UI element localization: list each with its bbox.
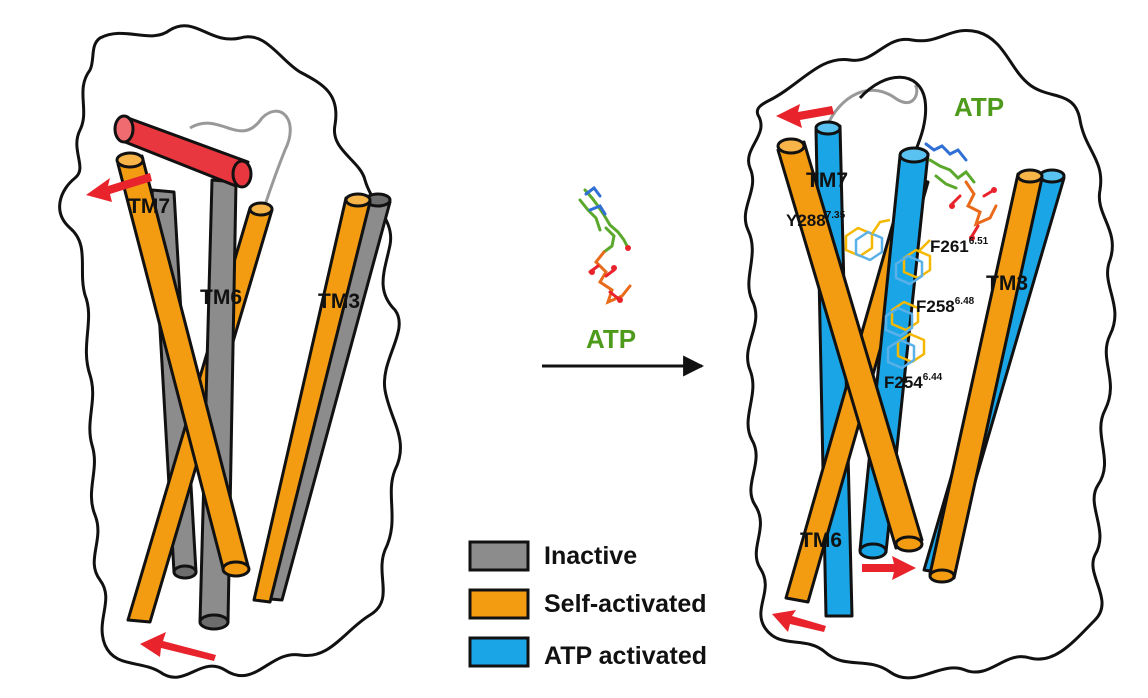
left-tm7-self-activated-helix [115, 151, 251, 578]
right-arrow-top [776, 104, 834, 128]
legend-label-inactive: Inactive [544, 542, 637, 570]
right-tm6-label: TM6 [800, 529, 842, 552]
left-red-helix-lid [113, 114, 253, 189]
left-tm3-self-activated-helix [252, 192, 372, 604]
right-tm7-label: TM7 [806, 169, 848, 192]
residue-sidechains [844, 218, 932, 370]
right-tm7-self-activated-helix [776, 137, 924, 553]
right-tm3-self-activated-helix [928, 168, 1044, 584]
legend-label-atp-activated: ATP activated [544, 642, 707, 670]
residue-label-y288: Y2887.35 [786, 210, 846, 230]
right-loop-upper [824, 83, 919, 129]
right-tm3-label: TM3 [986, 272, 1028, 295]
legend: Inactive Self-activated ATP activated [468, 540, 707, 670]
right-atp-label: ATP [954, 92, 1004, 122]
residue-label-f261: F2616.51 [930, 236, 989, 256]
left-arrow-top [86, 173, 152, 202]
residue-label-f254: F2546.44 [884, 372, 943, 392]
legend-swatch-atp-activated [468, 636, 530, 668]
right-arrow-middle [862, 556, 916, 580]
legend-swatch-self-activated [468, 588, 530, 620]
right-surface-outline [743, 29, 1117, 680]
left-tm6-label: TM6 [200, 286, 242, 309]
left-surface-outline [58, 24, 402, 679]
left-arrow-bottom [140, 632, 216, 661]
bound-atp-molecule [924, 142, 998, 241]
left-tm7-label: TM7 [128, 195, 170, 218]
legend-swatch-inactive [468, 540, 530, 572]
center-atp-label: ATP [586, 324, 636, 354]
right-loop-black [858, 75, 928, 153]
right-arrow-bottom [772, 610, 826, 632]
legend-label-self-activated: Self-activated [544, 590, 707, 618]
left-tm3-label: TM3 [318, 290, 360, 313]
left-loop-upper [189, 109, 292, 206]
residue-label-f258: F2586.48 [916, 296, 975, 316]
free-atp-molecule [578, 185, 632, 305]
